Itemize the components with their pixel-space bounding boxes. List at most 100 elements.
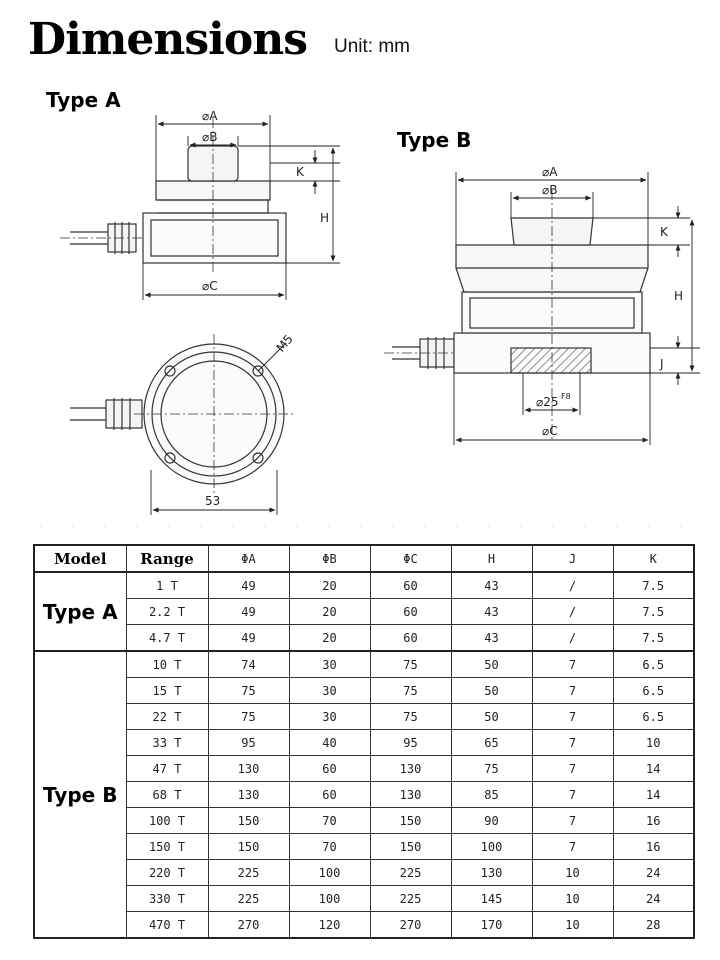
cell-h: 50 — [450, 677, 533, 704]
cell-j: 7 — [531, 677, 614, 704]
cell-c: 225 — [369, 885, 452, 912]
type-b-label: Type B — [397, 128, 472, 152]
cell-c: 270 — [369, 911, 452, 939]
cell-h: 43 — [450, 624, 533, 652]
type-a-label: Type A — [46, 88, 121, 112]
cell-c: 150 — [369, 833, 452, 860]
dim-phi-c-label: ⌀C — [202, 279, 218, 293]
range-cell: 470 T — [125, 911, 209, 939]
cell-c: 130 — [369, 755, 452, 782]
cell-h: 130 — [450, 859, 533, 886]
cell-j: 7 — [531, 650, 614, 678]
dim-phi-a-label: ⌀A — [202, 109, 218, 123]
cell-a: 150 — [207, 833, 290, 860]
range-cell: 15 T — [125, 677, 209, 704]
cell-b: 30 — [288, 650, 371, 678]
cell-j: 7 — [531, 781, 614, 808]
model-cell: Type A — [33, 571, 127, 652]
cell-b: 60 — [288, 755, 371, 782]
cell-b: 100 — [288, 885, 371, 912]
header-j: J — [531, 544, 614, 573]
cell-b: 60 — [288, 781, 371, 808]
cell-c: 60 — [369, 598, 452, 625]
cell-b: 40 — [288, 729, 371, 756]
cell-a: 270 — [207, 911, 290, 939]
dim-k-label: K — [296, 165, 305, 179]
cell-k: 16 — [612, 807, 695, 834]
cell-j: 7 — [531, 807, 614, 834]
cell-j: 10 — [531, 911, 614, 939]
cell-b: 20 — [288, 571, 371, 599]
cell-k: 14 — [612, 781, 695, 808]
header-model: Model — [33, 544, 127, 573]
type-b-dim-phi-a-label: ⌀A — [542, 165, 558, 179]
type-b-side-view — [384, 190, 651, 442]
range-cell: 22 T — [125, 703, 209, 730]
cell-k: 7.5 — [612, 571, 695, 599]
cell-k: 7.5 — [612, 624, 695, 652]
cell-b: 70 — [288, 807, 371, 834]
range-cell: 4.7 T — [125, 624, 209, 652]
dim-m5-label: M5 — [274, 332, 296, 355]
cell-j: / — [531, 598, 614, 625]
cell-h: 100 — [450, 833, 533, 860]
cell-b: 30 — [288, 677, 371, 704]
cell-k: 7.5 — [612, 598, 695, 625]
cell-k: 14 — [612, 755, 695, 782]
cell-h: 90 — [450, 807, 533, 834]
cell-h: 170 — [450, 911, 533, 939]
model-cell: Type B — [33, 650, 127, 939]
cell-a: 225 — [207, 885, 290, 912]
cell-a: 95 — [207, 729, 290, 756]
page-title: Dimensions — [28, 14, 308, 65]
cell-k: 6.5 — [612, 677, 695, 704]
cell-j: 10 — [531, 885, 614, 912]
cell-h: 65 — [450, 729, 533, 756]
cell-a: 49 — [207, 571, 290, 599]
cell-h: 50 — [450, 650, 533, 678]
type-a-side-view — [60, 118, 287, 272]
cell-b: 70 — [288, 833, 371, 860]
type-b-dim-h-label: H — [674, 289, 683, 303]
range-cell: 47 T — [125, 755, 209, 782]
type-b-bore-fit-label: F8 — [561, 392, 571, 401]
cell-j: 7 — [531, 755, 614, 782]
cell-c: 60 — [369, 624, 452, 652]
cell-k: 6.5 — [612, 650, 695, 678]
header-h: H — [450, 544, 533, 573]
type-b-dim-j-label: J — [659, 357, 664, 371]
cell-k: 16 — [612, 833, 695, 860]
cell-a: 130 — [207, 781, 290, 808]
cell-b: 30 — [288, 703, 371, 730]
range-cell: 33 T — [125, 729, 209, 756]
type-a-top-view — [70, 334, 294, 494]
cell-k: 24 — [612, 885, 695, 912]
technical-drawing: ⌀A ⌀B ⌀C K H 53 M5 — [40, 109, 700, 527]
cell-h: 145 — [450, 885, 533, 912]
cell-c: 225 — [369, 859, 452, 886]
cell-j: / — [531, 571, 614, 599]
type-b-bore-label: ⌀25 — [536, 395, 559, 409]
cell-c: 75 — [369, 677, 452, 704]
range-cell: 330 T — [125, 885, 209, 912]
range-cell: 2.2 T — [125, 598, 209, 625]
cell-a: 225 — [207, 859, 290, 886]
range-cell: 1 T — [125, 571, 209, 599]
header-phi-a: ΦA — [207, 544, 290, 573]
cell-b: 100 — [288, 859, 371, 886]
header-phi-b: ΦB — [288, 544, 371, 573]
cell-b: 120 — [288, 911, 371, 939]
